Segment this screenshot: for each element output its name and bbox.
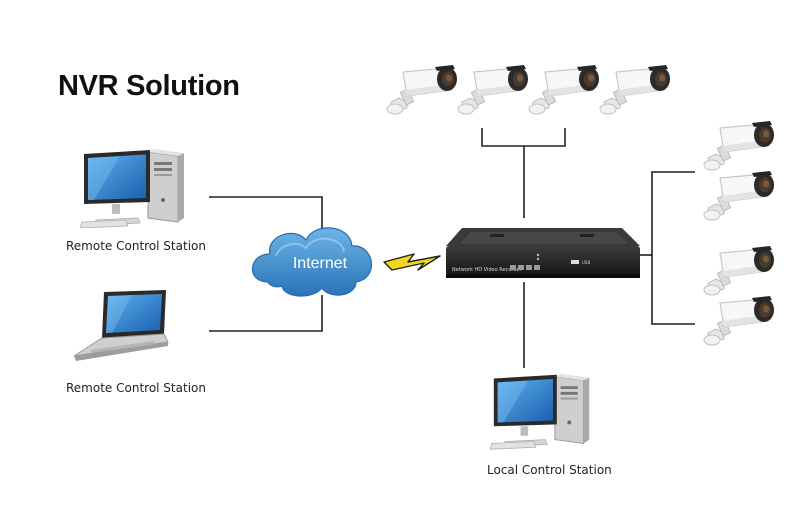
bullet-camera-icon [528, 64, 600, 115]
nvr-front-button [510, 265, 516, 270]
laptop-icon [73, 290, 169, 362]
desktop-computer-icon [80, 148, 185, 228]
connection-lines [209, 128, 695, 368]
diagram-title: NVR Solution [58, 70, 240, 102]
right-camera-group [703, 120, 775, 346]
bullet-camera-icon [457, 64, 529, 115]
nvr-recorder-icon: Network HD Video Recorder USB [446, 228, 640, 278]
remote-station-label: Remote Control Station [66, 239, 206, 253]
bullet-camera-icon [703, 170, 775, 221]
nvr-port-label: USB [582, 260, 590, 265]
remote-station-label: Remote Control Station [66, 381, 206, 395]
nvr-led [536, 257, 540, 261]
nvr-led [536, 253, 540, 257]
bullet-camera-icon [703, 245, 775, 296]
bullet-camera-icon [703, 120, 775, 171]
desktop-computer-icon [490, 373, 590, 450]
bullet-camera-icon [703, 295, 775, 346]
internet-label: Internet [293, 255, 348, 272]
nvr-front-button [534, 265, 540, 270]
top-camera-group [386, 64, 671, 115]
bullet-camera-icon [599, 64, 671, 115]
line-remote2-internet [209, 295, 323, 332]
nvr-usb-port [571, 260, 579, 264]
internet-cloud-icon: Internet [251, 227, 373, 297]
bullet-camera-icon [386, 64, 458, 115]
nvr-front-button [518, 265, 524, 270]
line-top-cameras [481, 128, 566, 147]
nvr-front-button [526, 265, 532, 270]
nvr-caption: Network HD Video Recorder [452, 267, 523, 273]
line-remote1-internet [209, 196, 323, 230]
line-right-cameras [651, 171, 695, 325]
local-station-label: Local Control Station [487, 463, 612, 477]
wireless-link-bolt-icon [383, 253, 441, 271]
